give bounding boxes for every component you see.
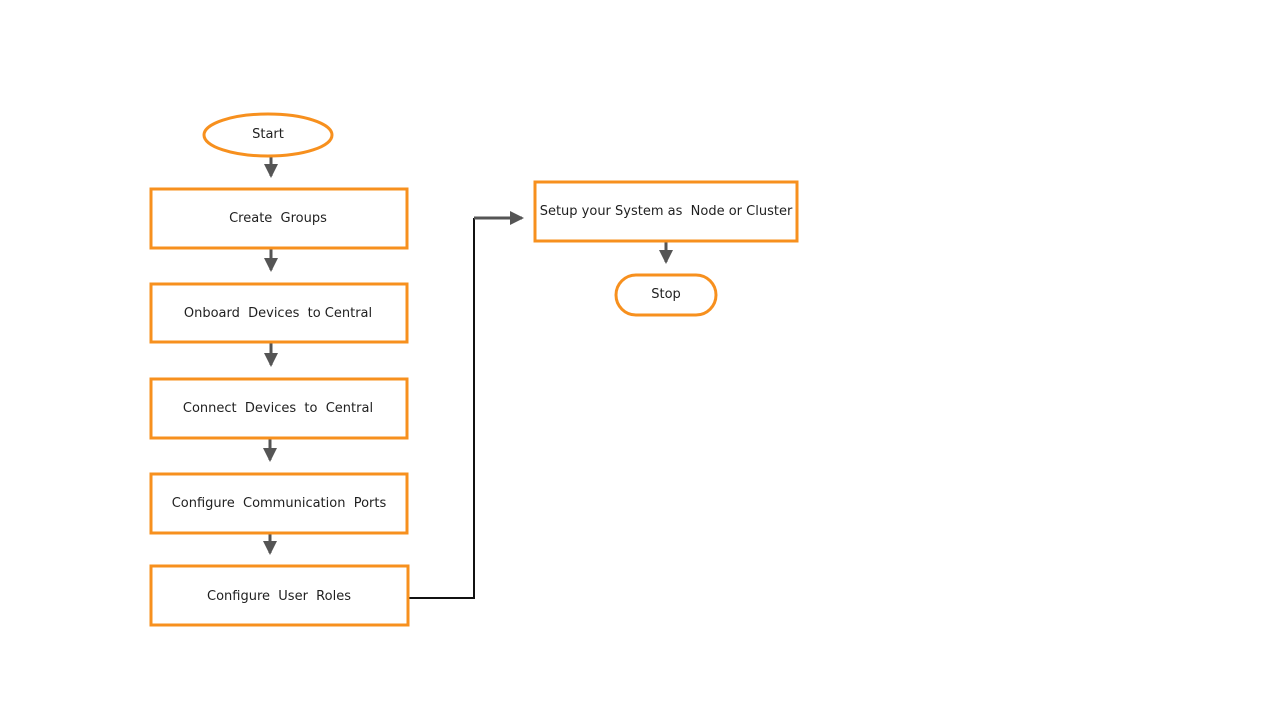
connect-devices-process-box — [149, 377, 409, 440]
setup-system-label: Setup your System as Node or Cluster — [540, 204, 793, 219]
onboard-devices-process-box — [149, 282, 409, 344]
configure-ports-process-box — [149, 472, 409, 535]
node-configure-roles: Configure User Roles — [149, 564, 410, 627]
start-terminator-shape — [202, 112, 334, 158]
setup-system-process-box — [533, 180, 799, 243]
connect-devices-label: Connect Devices to Central — [183, 401, 373, 416]
stop-label: Stop — [651, 287, 681, 302]
node-start: Start — [202, 112, 334, 158]
node-onboard-devices: Onboard Devices to Central — [149, 282, 409, 344]
edge-configure-roles-to-setup-system-lower — [409, 218, 475, 599]
configure-roles-process-box — [149, 564, 410, 627]
create-groups-label: Create Groups — [229, 211, 327, 226]
configure-ports-label: Configure Communication Ports — [172, 496, 387, 511]
node-configure-ports: Configure Communication Ports — [149, 472, 409, 535]
connectors — [263, 157, 673, 599]
node-connect-devices: Connect Devices to Central — [149, 377, 409, 440]
node-create-groups: Create Groups — [149, 187, 409, 250]
onboard-devices-label: Onboard Devices to Central — [184, 306, 372, 321]
start-label: Start — [252, 127, 284, 142]
stop-terminator-shape — [614, 273, 718, 317]
node-setup-system: Setup your System as Node or Cluster — [533, 180, 799, 243]
create-groups-process-box — [149, 187, 409, 250]
node-stop: Stop — [614, 273, 718, 317]
configure-roles-label: Configure User Roles — [207, 589, 351, 604]
